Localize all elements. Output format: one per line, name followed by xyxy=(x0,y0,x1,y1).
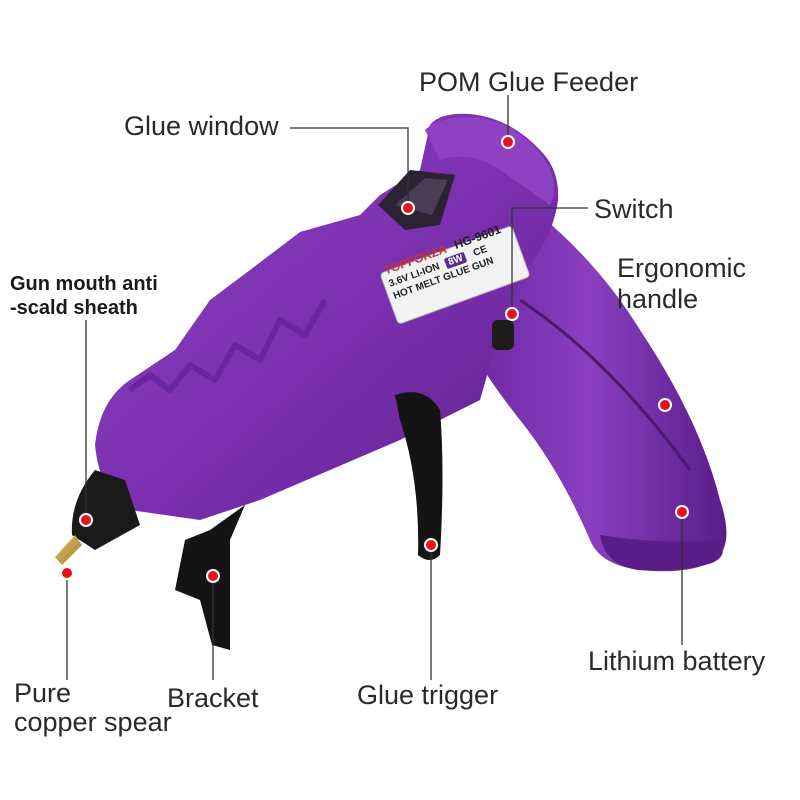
marker-copper xyxy=(60,566,74,580)
grip-ribs xyxy=(128,298,328,393)
label-ergonomic-handle-1: Ergonomic xyxy=(617,253,747,283)
trigger xyxy=(395,392,443,560)
nozzle-sheath xyxy=(71,470,140,550)
marker-dots xyxy=(60,135,689,583)
gun-body xyxy=(95,113,559,520)
ergonomic-handle xyxy=(455,215,727,572)
battery-cap xyxy=(600,535,723,571)
label-gun-mouth-2: -scald sheath xyxy=(10,297,138,319)
label-glue-window: Glue window xyxy=(124,111,279,141)
label-lithium-battery: Lithium battery xyxy=(588,646,766,676)
label-gun-mouth-1: Gun mouth anti xyxy=(10,273,158,295)
label-pure-copper-1: Pure xyxy=(14,678,72,708)
label-glue-trigger: Glue trigger xyxy=(357,680,499,710)
product-label-sticker xyxy=(380,226,530,324)
copper-spear xyxy=(55,535,82,565)
marker-switch xyxy=(505,307,519,321)
marker-nozzle xyxy=(79,513,93,527)
label-ergonomic-handle-2: handle xyxy=(617,284,699,314)
glue-feeder xyxy=(425,117,554,205)
marker-bracket xyxy=(206,569,220,583)
leader-lines xyxy=(66,95,683,680)
label-bracket: Bracket xyxy=(167,683,259,713)
marker-handle xyxy=(658,398,672,412)
marker-glue-window xyxy=(401,201,415,215)
marker-battery xyxy=(675,505,689,519)
switch-button xyxy=(492,320,514,350)
label-switch: Switch xyxy=(594,194,674,224)
label-pure-copper-2: copper spear xyxy=(14,707,172,737)
label-pom-glue-feeder: POM Glue Feeder xyxy=(419,67,639,97)
marker-trigger xyxy=(424,538,438,552)
marker-glue-feeder xyxy=(501,135,515,149)
handle-seam xyxy=(519,298,692,471)
